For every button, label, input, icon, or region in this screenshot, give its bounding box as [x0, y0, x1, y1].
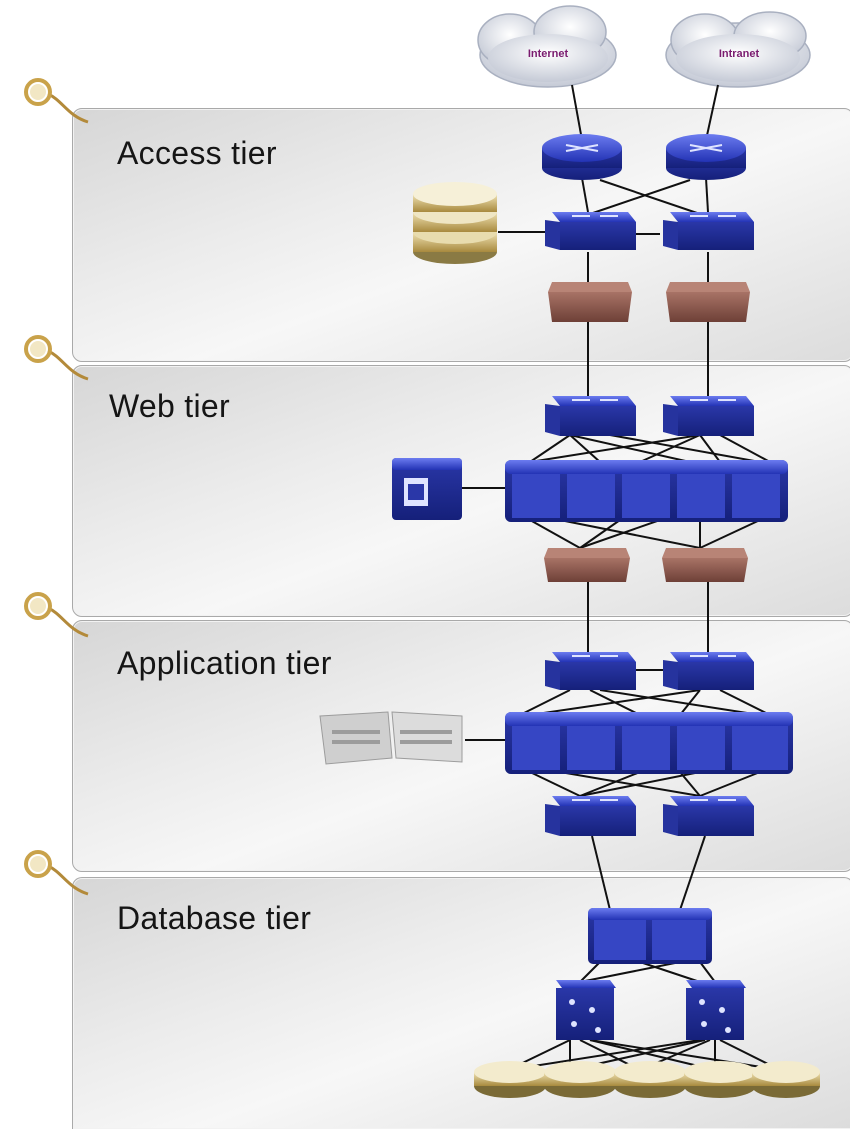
firewall-icon — [662, 548, 748, 582]
cloud-label-intranet: Intranet — [718, 48, 760, 60]
switch-icon — [545, 212, 636, 250]
switch-icon — [663, 212, 754, 250]
network-links — [462, 84, 781, 1071]
storage-database-icon — [413, 182, 497, 264]
storage-switch-icon — [686, 980, 746, 1040]
switch-icon — [545, 396, 636, 436]
cloud-label-internet: Internet — [527, 48, 569, 60]
tier-pin-icon — [24, 592, 89, 638]
switch-icon — [663, 652, 754, 690]
web-server-icon — [392, 458, 462, 520]
database-server-icon — [588, 908, 712, 964]
tier-label-application: Application tier — [117, 645, 332, 681]
router-icon — [542, 134, 622, 180]
firewall-icon — [544, 548, 630, 582]
storage-switch-icon — [556, 980, 616, 1040]
switch-icon — [663, 796, 754, 836]
tier-pin-icon — [24, 335, 89, 381]
server-cluster-icon — [505, 712, 793, 774]
tier-label-web: Web tier — [109, 388, 230, 424]
router-icon — [666, 134, 746, 180]
switch-icon — [545, 652, 636, 690]
internet-cloud-icon — [477, 5, 617, 88]
file-server-icon — [319, 711, 463, 765]
firewall-icon — [666, 282, 750, 322]
tier-pin-icon — [24, 78, 89, 124]
server-cluster-icon — [505, 460, 788, 522]
tier-pin-icon — [24, 850, 89, 896]
disk-array-icon — [474, 1061, 820, 1098]
firewall-icon — [548, 282, 632, 322]
switch-icon — [545, 796, 636, 836]
tier-label-access: Access tier — [117, 135, 277, 171]
switch-icon — [663, 396, 754, 436]
tier-label-database: Database tier — [117, 900, 312, 936]
intranet-cloud-icon — [665, 11, 811, 88]
